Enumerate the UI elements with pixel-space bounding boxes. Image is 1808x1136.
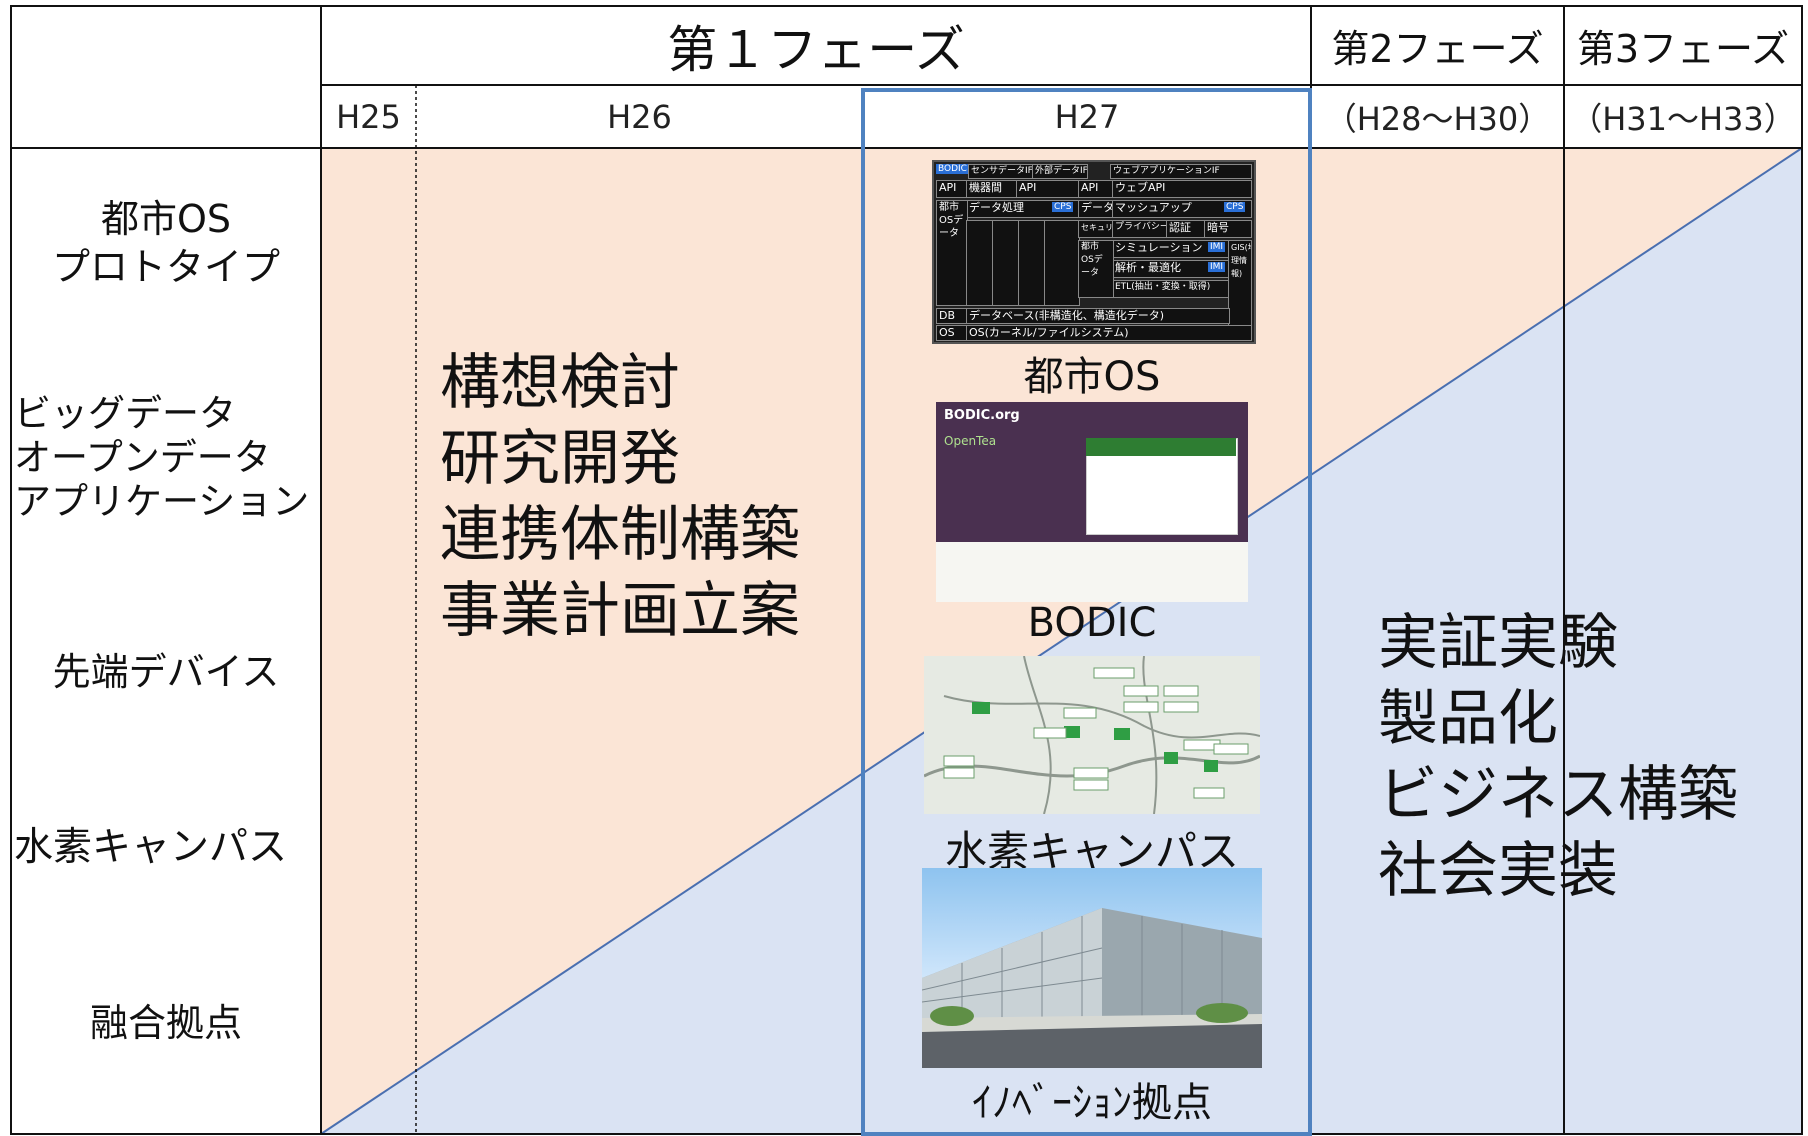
- os-convert-col: [1044, 220, 1080, 306]
- os-structuring-col: [966, 220, 994, 306]
- phase-diagonal: [320, 147, 1803, 1135]
- os-cps-tag: CPS: [1052, 202, 1074, 212]
- bodic-site-title: BODIC.org: [944, 408, 1020, 423]
- row-label-city-os: 都市OS プロトタイプ: [11, 195, 321, 291]
- row-label-line: プロトタイプ: [51, 245, 280, 289]
- bodic-site-panel-bar: [1086, 438, 1236, 456]
- os-device-link: 機器間: [966, 180, 1018, 198]
- os-anonymize-col: [1018, 220, 1046, 306]
- year-h28-h30: （H28〜H30）: [1324, 99, 1551, 138]
- os-kernel: OS(カーネル/ファイルシステム): [966, 325, 1252, 341]
- bodic-caption: BODIC: [1027, 600, 1157, 646]
- os-sensor-if: センサデータIF: [968, 164, 1034, 179]
- os-imi-tag: IMI: [1208, 242, 1226, 252]
- research-phase-list: 構想検討 研究開発 連携体制構築 事業計画立案: [440, 345, 800, 649]
- os-data-label: データ: [1078, 200, 1114, 218]
- hydrogen-campus-caption: 水素キャンパス: [944, 827, 1239, 876]
- os-cleansing-col: [992, 220, 1020, 306]
- building-drawing: [922, 908, 1262, 1068]
- row-label-line: 都市OS: [100, 197, 232, 241]
- hydrogen-campus-map: [924, 656, 1260, 814]
- innovation-hub-caption: ｲﾉﾍﾞｰｼｮﾝ拠点: [972, 1080, 1212, 1126]
- city-os-caption: 都市OS: [1023, 354, 1161, 400]
- deployment-item: 社会実装: [1378, 836, 1618, 906]
- campus-map-drawing: [924, 656, 1260, 814]
- os-auth: 認証: [1166, 220, 1206, 238]
- os-privacy: プライバシー: [1112, 220, 1168, 238]
- row-label-line: アプリケーション: [14, 480, 310, 523]
- os-gis: GIS(地理情報): [1228, 240, 1252, 326]
- bodic-site-subtitle: OpenTea: [944, 434, 997, 448]
- os-bodic-tag: BODIC: [936, 164, 969, 174]
- deployment-phase-list: 実証実験 製品化 ビジネス構築 社会実装: [1378, 605, 1738, 909]
- os-api-mid: API: [1016, 180, 1084, 198]
- os-db-label: DB: [936, 308, 968, 324]
- os-imi-tag-2: IMI: [1208, 262, 1226, 272]
- row-label-line: ビッグデータ: [14, 392, 236, 435]
- row-label-hydrogen: 水素キャンパス: [14, 825, 288, 870]
- year-h25: H25: [336, 97, 401, 136]
- bodic-site-footer: [936, 542, 1248, 602]
- os-external-if: 外部データIF: [1032, 164, 1088, 179]
- bodic-website-screenshot: BODIC.org OpenTea: [936, 402, 1248, 602]
- year-h27: H27: [1054, 97, 1120, 136]
- os-city-os-data: 都市OSデータ: [1078, 240, 1114, 298]
- os-database: データベース(非構造化、構造化データ): [966, 308, 1230, 324]
- research-item: 事業計画立案: [440, 576, 800, 646]
- row-label-bigdata: ビッグデータ オープンデータ アプリケーション: [14, 392, 321, 524]
- row-label-line: オープンデータ: [14, 436, 271, 479]
- os-cps-tag-2: CPS: [1224, 202, 1246, 212]
- deployment-item: ビジネス構築: [1378, 760, 1738, 830]
- os-mashup: マッシュアップ: [1112, 200, 1252, 218]
- os-api-left: API: [936, 180, 968, 198]
- row-label-devices: 先端デバイス: [52, 650, 280, 694]
- research-item: 構想検討: [440, 348, 680, 418]
- row-label-fusion-hub: 融合拠点: [89, 1001, 242, 1045]
- research-item: 連携体制構築: [440, 500, 800, 570]
- os-web-api: ウェブAPI: [1112, 180, 1252, 198]
- phase3-header: 第3フェーズ: [1576, 27, 1790, 71]
- year-h31-h33: （H31〜H33）: [1570, 99, 1796, 138]
- os-api-right: API: [1078, 180, 1114, 198]
- h27-highlight: [861, 88, 1312, 1136]
- os-crypto: 暗号: [1204, 220, 1252, 238]
- os-simulation: シミュレーション: [1112, 240, 1230, 258]
- year-h26: H26: [607, 97, 672, 136]
- city-os-diagram: BODIC センサデータIF 外部データIF ウェブアプリケーションIF API…: [932, 160, 1256, 344]
- deployment-item: 実証実験: [1378, 608, 1618, 678]
- phase2-header: 第2フェーズ: [1331, 27, 1544, 71]
- os-webapp-if: ウェブアプリケーションIF: [1110, 164, 1252, 179]
- os-city-data: 都市OSデータ: [936, 200, 968, 306]
- research-item: 研究開発: [440, 424, 680, 494]
- innovation-hub-rendering: [922, 868, 1262, 1068]
- os-etl: ETL(抽出・変換・取得): [1112, 280, 1230, 298]
- os-security: セキュリティ: [1078, 220, 1114, 238]
- phase1-header: 第１フェーズ: [667, 20, 965, 79]
- deployment-item: 製品化: [1378, 684, 1558, 754]
- os-os-label: OS: [936, 325, 968, 341]
